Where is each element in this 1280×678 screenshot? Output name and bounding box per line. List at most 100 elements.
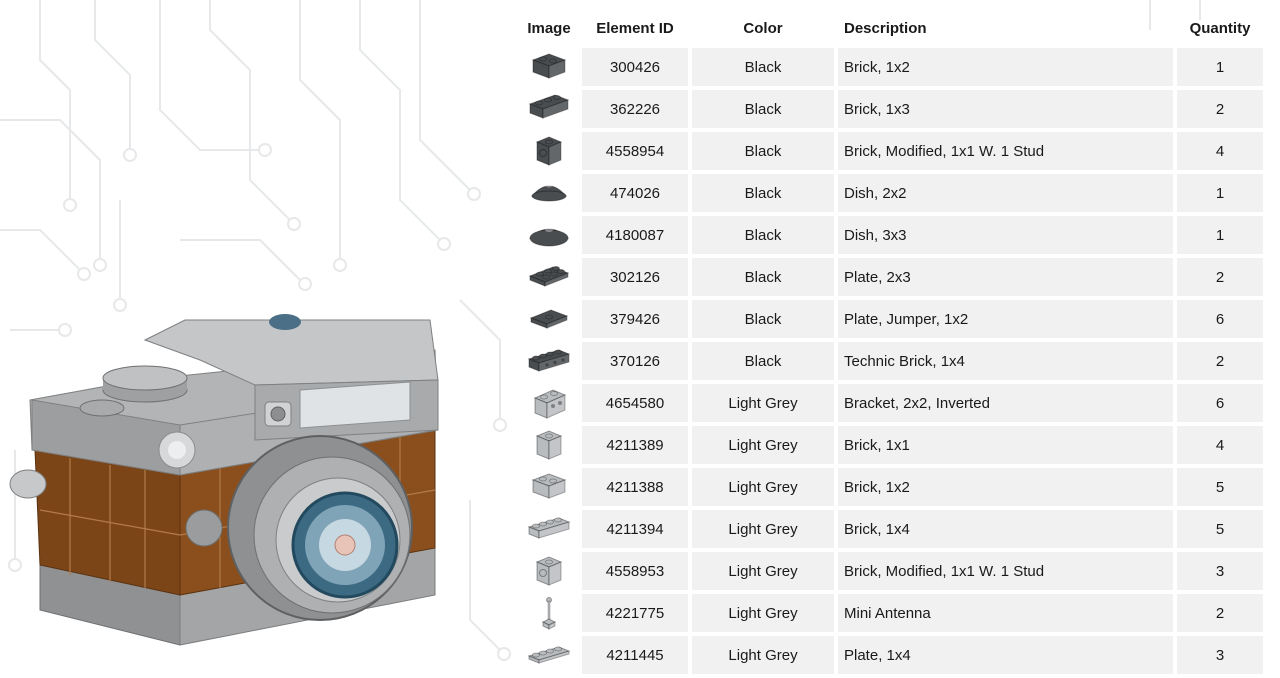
description-cell: Plate, 2x3 — [838, 258, 1173, 296]
part-image-cell — [520, 384, 578, 422]
color-cell: Black — [692, 300, 834, 338]
part-image-cell — [520, 258, 578, 296]
color-cell: Light Grey — [692, 468, 834, 506]
description-cell: Brick, 1x3 — [838, 90, 1173, 128]
part-image-cell — [520, 90, 578, 128]
quantity-cell: 3 — [1177, 552, 1263, 590]
header-description: Description — [844, 19, 927, 37]
color-cell: Black — [692, 48, 834, 86]
quantity-cell: 1 — [1177, 48, 1263, 86]
part-image-cell — [520, 174, 578, 212]
description-cell: Brick, 1x2 — [838, 468, 1173, 506]
color-cell: Black — [692, 258, 834, 296]
header-color: Color — [743, 19, 783, 37]
color-cell: Black — [692, 174, 834, 212]
brick-1x2-icon — [520, 48, 578, 86]
description-cell: Bracket, 2x2, Inverted — [838, 384, 1173, 422]
part-image-cell — [520, 426, 578, 464]
quantity-cell: 4 — [1177, 426, 1263, 464]
element-id-cell: 370126 — [582, 342, 688, 380]
description-cell: Brick, Modified, 1x1 W. 1 Stud — [838, 132, 1173, 170]
color-cell: Light Grey — [692, 552, 834, 590]
color-cell: Light Grey — [692, 594, 834, 632]
plate-jumper-1x2-icon — [520, 300, 578, 338]
dish-3x3-icon — [520, 216, 578, 254]
color-cell: Black — [692, 132, 834, 170]
element-id-cell: 379426 — [582, 300, 688, 338]
description-cell: Technic Brick, 1x4 — [838, 342, 1173, 380]
description-cell: Brick, 1x4 — [838, 510, 1173, 548]
part-image-cell — [520, 552, 578, 590]
element-id-cell: 4221775 — [582, 594, 688, 632]
element-id-cell: 4211394 — [582, 510, 688, 548]
quantity-cell: 2 — [1177, 258, 1263, 296]
color-cell: Light Grey — [692, 636, 834, 674]
quantity-cell: 6 — [1177, 300, 1263, 338]
part-image-cell — [520, 300, 578, 338]
description-cell: Brick, 1x1 — [838, 426, 1173, 464]
quantity-cell: 5 — [1177, 510, 1263, 548]
element-id-cell: 362226 — [582, 90, 688, 128]
element-id-cell: 4211388 — [582, 468, 688, 506]
quantity-cell: 1 — [1177, 174, 1263, 212]
brick-modified-1x1-stud-icon — [520, 552, 578, 590]
quantity-cell: 2 — [1177, 594, 1263, 632]
table-header-row: Image Element ID Color Description Quant… — [520, 12, 1263, 44]
element-id-cell: 4180087 — [582, 216, 688, 254]
quantity-cell: 3 — [1177, 636, 1263, 674]
description-cell: Mini Antenna — [838, 594, 1173, 632]
brick-modified-1x1-stud-icon — [520, 132, 578, 170]
mini-antenna-icon — [520, 594, 578, 632]
description-cell: Plate, 1x4 — [838, 636, 1173, 674]
quantity-cell: 5 — [1177, 468, 1263, 506]
color-cell: Black — [692, 216, 834, 254]
brick-1x4-icon — [520, 510, 578, 548]
element-id-cell: 302126 — [582, 258, 688, 296]
description-cell: Dish, 3x3 — [838, 216, 1173, 254]
part-image-cell — [520, 510, 578, 548]
element-id-cell: 4558953 — [582, 552, 688, 590]
part-image-cell — [520, 636, 578, 674]
part-image-cell — [520, 132, 578, 170]
header-element-id: Element ID — [596, 19, 674, 37]
color-cell: Black — [692, 90, 834, 128]
part-image-cell — [520, 468, 578, 506]
dish-2x2-icon — [520, 174, 578, 212]
plate-1x4-icon — [520, 636, 578, 674]
description-cell: Brick, 1x2 — [838, 48, 1173, 86]
element-id-cell: 4211389 — [582, 426, 688, 464]
color-cell: Black — [692, 342, 834, 380]
quantity-cell: 1 — [1177, 216, 1263, 254]
description-cell: Brick, Modified, 1x1 W. 1 Stud — [838, 552, 1173, 590]
brick-1x2-icon — [520, 468, 578, 506]
part-image-cell — [520, 594, 578, 632]
color-cell: Light Grey — [692, 384, 834, 422]
color-cell: Light Grey — [692, 510, 834, 548]
element-id-cell: 474026 — [582, 174, 688, 212]
camera-illustration — [9, 314, 439, 646]
color-cell: Light Grey — [692, 426, 834, 464]
element-id-cell: 4211445 — [582, 636, 688, 674]
part-image-cell — [520, 216, 578, 254]
header-image: Image — [527, 19, 571, 37]
plate-2x3-icon — [520, 258, 578, 296]
description-cell: Dish, 2x2 — [838, 174, 1173, 212]
header-quantity: Quantity — [1189, 19, 1251, 37]
brick-1x3-icon — [520, 90, 578, 128]
quantity-cell: 6 — [1177, 384, 1263, 422]
quantity-cell: 2 — [1177, 90, 1263, 128]
